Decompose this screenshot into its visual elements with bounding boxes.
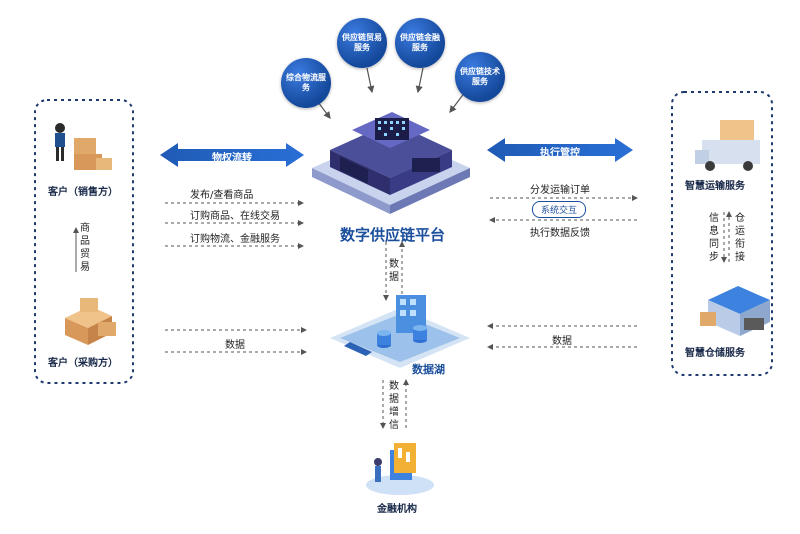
warehouse-transport-label: 仓运衔接: [735, 213, 745, 263]
seller-label: 客户（销售方）: [48, 187, 118, 198]
service-tech-label: 供应链技术服务: [460, 67, 500, 86]
truck-graphic: [695, 120, 760, 171]
service-finance-circle: 供应链金融服务: [395, 18, 445, 68]
flow-dispatch-label: 分发运输订单: [530, 185, 590, 196]
platform-graphic: [312, 112, 470, 214]
right-group-box: [671, 91, 773, 376]
transport-label: 智慧运输服务: [685, 181, 745, 192]
service-tech-circle: 供应链技术服务: [455, 52, 505, 102]
data-lake-label: 数据湖: [412, 363, 445, 376]
buyer-label: 客户（采购方）: [48, 358, 118, 369]
ownership-transfer-label: 物权流转: [212, 153, 252, 164]
warehouse-label: 智慧仓储服务: [685, 348, 745, 359]
service-trade-label: 供应链贸易服务: [342, 33, 382, 52]
service-finance-label: 供应链金融服务: [400, 33, 440, 52]
execution-control-label: 执行管控: [540, 148, 580, 159]
data-lake-graphic: [330, 295, 470, 368]
trade-vertical-label: 商品贸易: [80, 223, 90, 273]
data-down-label: 数据: [389, 259, 399, 283]
finance-graphic: [366, 443, 434, 495]
buyer-graphic: [65, 298, 116, 345]
platform-title: 数字供应链平台: [340, 226, 446, 244]
service-logistics-label: 综合物流服务: [286, 73, 326, 92]
system-interaction-badge: 系统交互: [532, 201, 587, 218]
left-group-box: [34, 99, 134, 384]
warehouse-graphic: [700, 286, 770, 336]
data-credit-label: 数据增信: [389, 381, 399, 431]
flow-order-label: 订购商品、在线交易: [190, 211, 280, 222]
flow-services-label: 订购物流、金融服务: [190, 234, 280, 245]
ownership-arrow: [160, 143, 304, 167]
control-arrow: [487, 138, 633, 162]
flow-feedback-label: 执行数据反馈: [530, 228, 590, 239]
finance-label: 金融机构: [377, 504, 417, 515]
seller-graphic: [55, 123, 112, 170]
data-left-label: 数据: [225, 340, 245, 351]
flow-publish-label: 发布/查看商品: [190, 190, 254, 201]
info-sync-label: 信息同步: [709, 213, 719, 263]
data-right-label: 数据: [552, 336, 572, 347]
service-logistics-circle: 综合物流服务: [281, 58, 331, 108]
service-trade-circle: 供应链贸易服务: [337, 18, 387, 68]
